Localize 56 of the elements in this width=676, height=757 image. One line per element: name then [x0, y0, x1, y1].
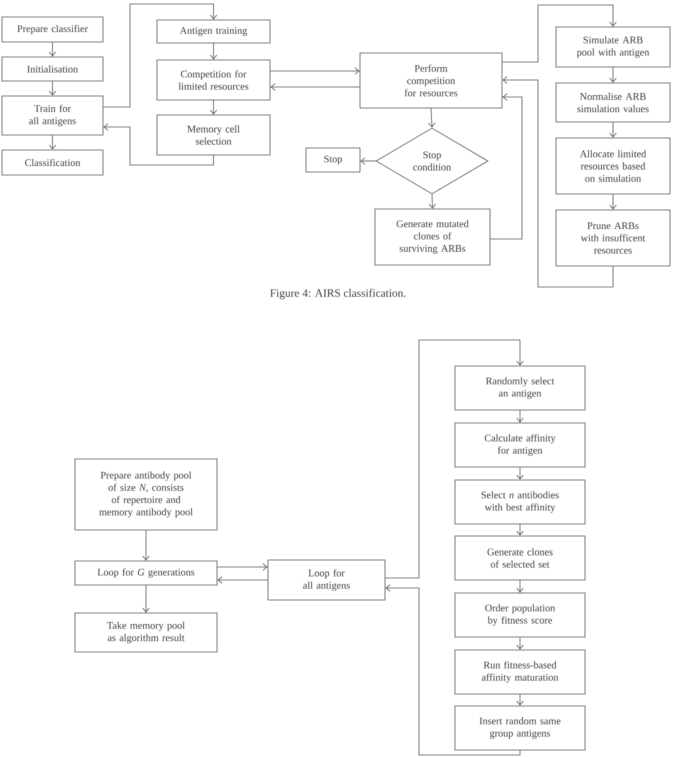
- arrow: [103, 123, 214, 166]
- process-box: Order population by fitness score: [454, 592, 586, 638]
- arrow: [48, 42, 56, 57]
- arrow: [609, 67, 617, 83]
- arrow: [516, 580, 524, 593]
- arrow: [516, 637, 524, 650]
- process-box: Select n antibodies with best affinity: [454, 480, 586, 524]
- process-box: Run fitness-based affinity maturation: [454, 650, 586, 694]
- process-box: Train for all antigens: [2, 96, 104, 136]
- process-box: Prune ARBs with insufficent resources: [556, 210, 670, 266]
- arrow: [142, 530, 150, 561]
- process-box: Prepare classifier: [2, 16, 104, 42]
- arrow: [103, 4, 218, 108]
- arrow: [609, 194, 617, 210]
- arrow: [385, 340, 524, 578]
- arrow: [428, 194, 436, 209]
- arrow: [490, 93, 522, 240]
- process-box: Antigen training: [156, 20, 270, 44]
- arrow: [516, 410, 524, 423]
- process-box: Competition for limited resources: [156, 60, 270, 100]
- arrow: [270, 67, 360, 75]
- process-box: Memory cell selection: [156, 114, 270, 156]
- process-box: Take memory pool as algorithm result: [74, 612, 218, 652]
- arrow: [210, 43, 218, 60]
- arrow: [48, 135, 56, 150]
- arrow: [360, 157, 376, 165]
- process-box: Simulate ARB pool with antigen: [556, 26, 670, 68]
- process-box: Stop: [306, 148, 360, 172]
- process-box: Prepare antibody pool of size N, consists of repertoire and memory antibody pool: [74, 458, 218, 530]
- arrow: [502, 76, 614, 288]
- process-box: Allocate limited resources based on simulation: [556, 138, 670, 194]
- arrow: [502, 4, 617, 62]
- process-box: Perform competition for resources: [360, 52, 502, 108]
- process-box: Loop for G generations: [74, 560, 218, 586]
- process-box: Classification: [2, 150, 104, 176]
- process-box: Loop for all antigens: [268, 560, 386, 600]
- process-box: Generate mutated clones of surviving ARBs: [374, 208, 490, 266]
- arrow: [516, 694, 524, 706]
- process-box: Initialisation: [2, 56, 104, 82]
- arrow: [428, 108, 436, 128]
- arrow: [516, 524, 524, 536]
- arrow: [142, 585, 150, 613]
- arrow: [609, 122, 617, 138]
- arrow: [210, 100, 218, 115]
- arrow: [270, 83, 360, 91]
- process-box: Insert random same group antigens: [454, 706, 586, 750]
- process-box: Randomly select an antigen: [454, 366, 586, 410]
- process-box: Generate clones of selected set: [454, 536, 586, 580]
- caption: Figure 4: AIRS classification.: [270, 288, 406, 300]
- process-box: Calculate affinity for antigen: [454, 422, 586, 468]
- arrow: [217, 563, 268, 571]
- arrow: [217, 576, 268, 584]
- arrow: [48, 81, 56, 96]
- arrow: [516, 467, 524, 480]
- process-box: Normalise ARB simulation values: [556, 82, 670, 122]
- arrow: [385, 584, 520, 756]
